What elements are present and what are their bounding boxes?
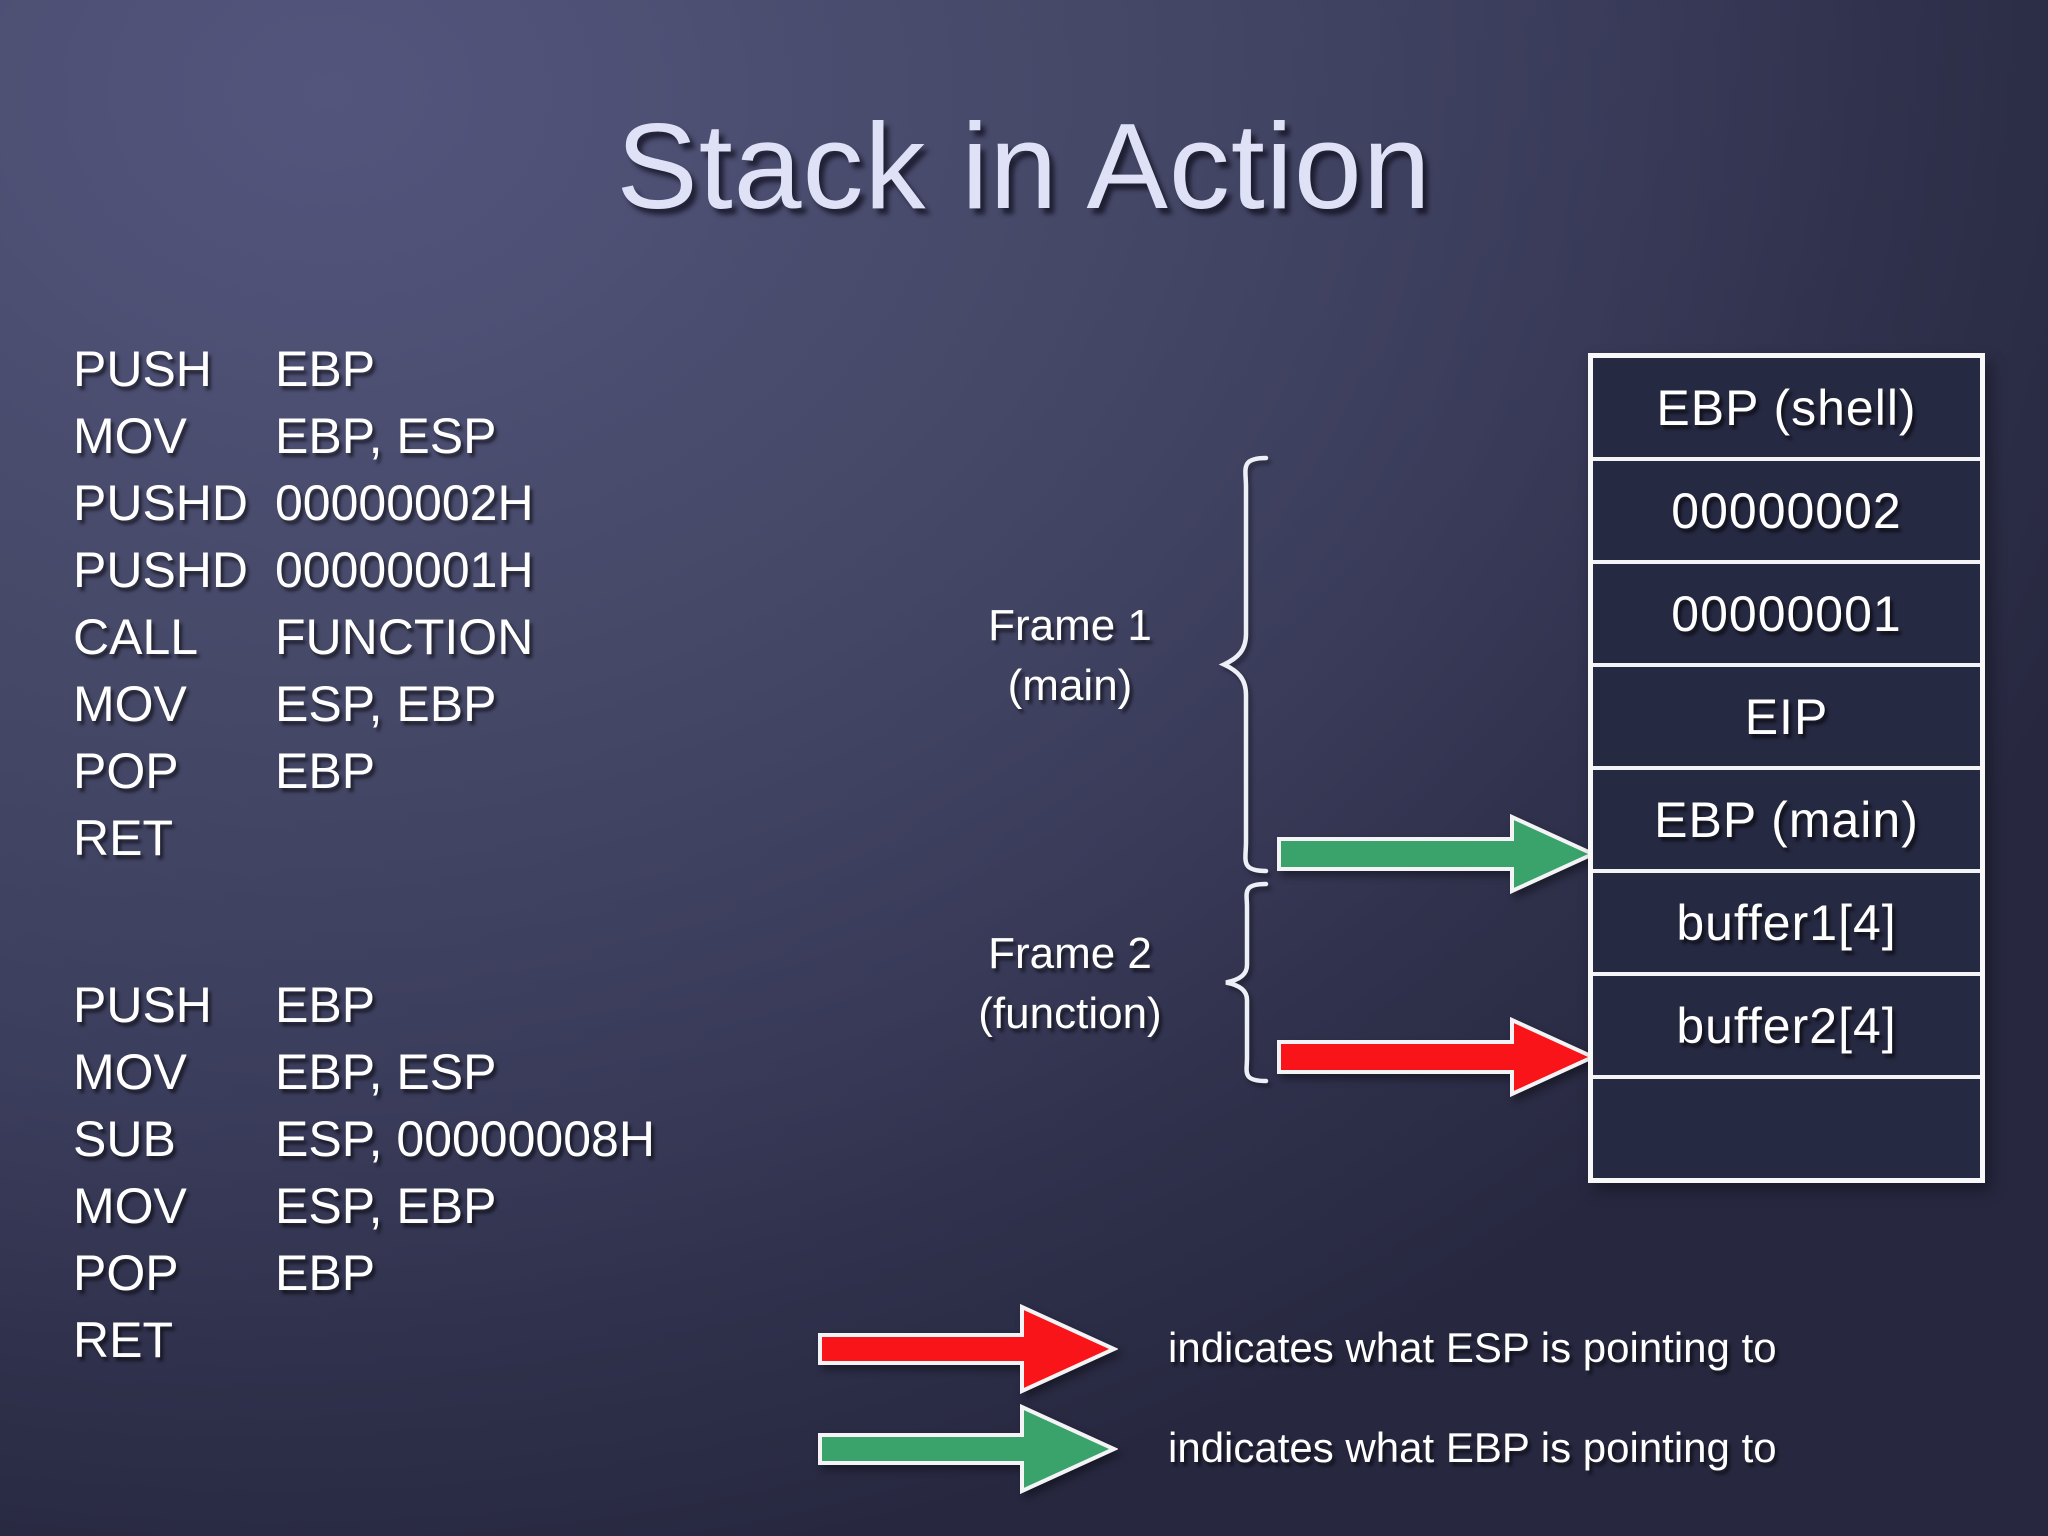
code-line: PUSHD 00000002H xyxy=(73,470,534,537)
legend-esp-text: indicates what ESP is pointing to xyxy=(1168,1324,1777,1371)
operands: 00000002H xyxy=(275,475,534,531)
stack-cell-buffer2: buffer2[4] xyxy=(1593,972,1980,1075)
frame-2-brace-icon xyxy=(1188,880,1273,1085)
stack-cell-buffer1: buffer1[4] xyxy=(1593,869,1980,972)
code-line: PUSH EBP xyxy=(73,336,534,403)
code-line: MOV ESP, EBP xyxy=(73,1173,655,1240)
frame-2-name: Frame 2 xyxy=(988,929,1152,978)
code-line: POP EBP xyxy=(73,738,534,805)
code-line: RET xyxy=(73,805,534,872)
operands: EBP xyxy=(275,743,376,799)
code-line: SUB ESP, 00000008H xyxy=(73,1106,655,1173)
mnemonic: MOV xyxy=(73,1044,187,1100)
mnemonic: MOV xyxy=(73,676,187,732)
stack-cell-ebp-main: EBP (main) xyxy=(1593,766,1980,869)
mnemonic: POP xyxy=(73,1245,179,1301)
mnemonic: POP xyxy=(73,743,179,799)
operands: FUNCTION xyxy=(275,609,534,665)
frame-1-brace-icon xyxy=(1188,452,1273,877)
code-line: PUSH EBP xyxy=(73,972,655,1039)
frame-2-label: Frame 2 (function) xyxy=(890,924,1250,1044)
code-line: CALL FUNCTION xyxy=(73,604,534,671)
mnemonic: PUSHD xyxy=(73,542,249,598)
code-line: POP EBP xyxy=(73,1240,655,1307)
legend-ebp-arrow-icon xyxy=(818,1404,1118,1494)
stack-cell-00000002: 00000002 xyxy=(1593,457,1980,560)
mnemonic: CALL xyxy=(73,609,199,665)
mnemonic: MOV xyxy=(73,408,187,464)
operands: EBP xyxy=(275,341,376,397)
stack-cell-empty xyxy=(1593,1075,1980,1178)
code-line: MOV ESP, EBP xyxy=(73,671,534,738)
operands: ESP, EBP xyxy=(275,1178,497,1234)
stack-cell-ebp-shell: EBP (shell) xyxy=(1593,358,1980,457)
operands: ESP, EBP xyxy=(275,676,497,732)
legend-esp-arrow-icon xyxy=(818,1304,1118,1394)
operands: ESP, 00000008H xyxy=(275,1111,655,1167)
frame-2-sub: (function) xyxy=(978,989,1162,1038)
mnemonic: PUSH xyxy=(73,341,212,397)
legend-ebp-text: indicates what EBP is pointing to xyxy=(1168,1424,1777,1471)
mnemonic: MOV xyxy=(73,1178,187,1234)
mnemonic: RET xyxy=(73,1312,173,1368)
mnemonic: RET xyxy=(73,810,173,866)
code-line: PUSHD 00000001H xyxy=(73,537,534,604)
operands: EBP, ESP xyxy=(275,408,497,464)
stack-cell-eip: EIP xyxy=(1593,663,1980,766)
operands: EBP xyxy=(275,977,376,1033)
mnemonic: PUSHD xyxy=(73,475,249,531)
code-block-function: PUSH EBP MOV EBP, ESP SUB ESP, 00000008H MO… xyxy=(73,972,655,1374)
code-line: MOV EBP, ESP xyxy=(73,403,534,470)
stack-cell-00000001: 00000001 xyxy=(1593,560,1980,663)
operands: 00000001H xyxy=(275,542,534,598)
code-line: RET xyxy=(73,1307,655,1374)
esp-pointer-arrow-icon xyxy=(1277,1017,1597,1097)
code-line: MOV EBP, ESP xyxy=(73,1039,655,1106)
frame-1-name: Frame 1 xyxy=(988,601,1152,650)
mnemonic: PUSH xyxy=(73,977,212,1033)
frame-1-label: Frame 1 (main) xyxy=(890,596,1250,716)
page-title: Stack in Action xyxy=(616,98,1432,234)
frame-1-sub: (main) xyxy=(1007,661,1133,710)
operands: EBP xyxy=(275,1245,376,1301)
mnemonic: SUB xyxy=(73,1111,176,1167)
ebp-pointer-arrow-icon xyxy=(1277,814,1597,894)
stack-table: EBP (shell) 00000002 00000001 EIP EBP (m… xyxy=(1588,353,1985,1183)
code-block-main: PUSH EBP MOV EBP, ESP PUSHD 00000002H PUSHD… xyxy=(73,336,534,872)
operands: EBP, ESP xyxy=(275,1044,497,1100)
